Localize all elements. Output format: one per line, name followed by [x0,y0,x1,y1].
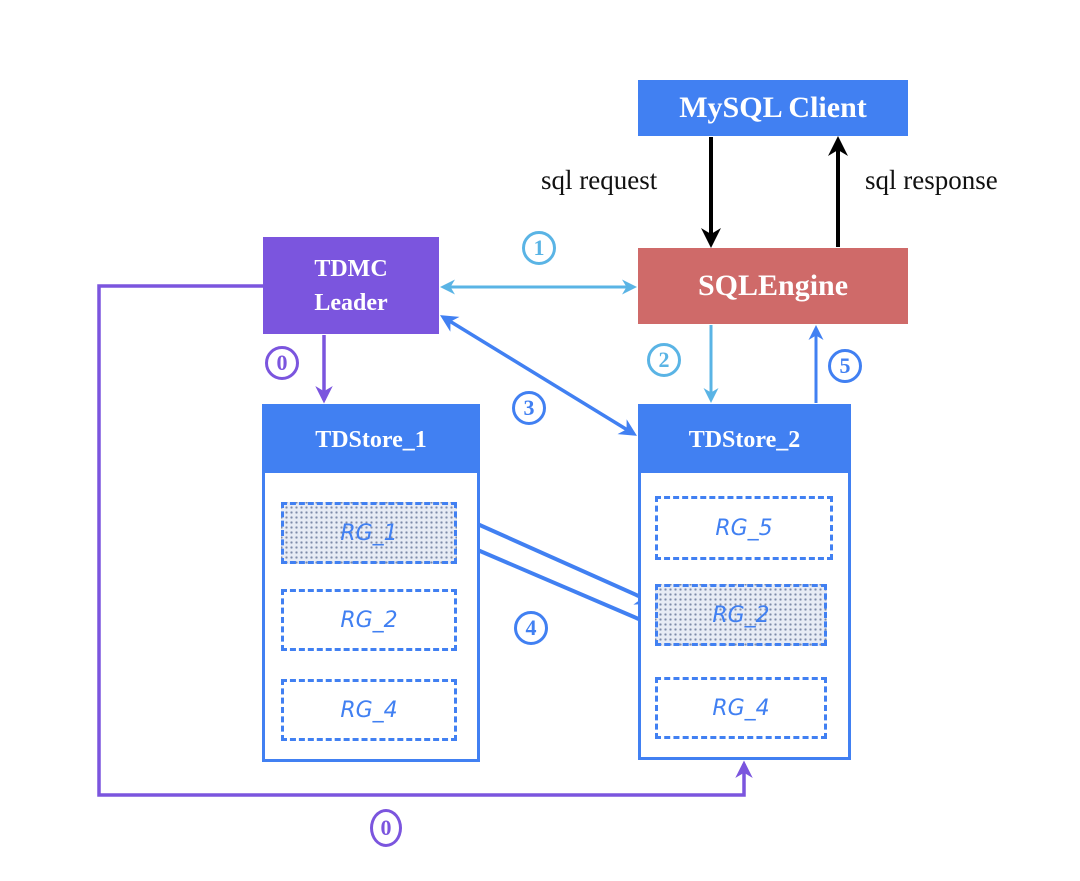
step4-arrow-rg1-to-rg2 [454,512,656,605]
tdstore-2-node: TDStore_2 RG_5 RG_2 RG_4 [638,404,851,760]
tdstore-1-rg-4: RG_4 [281,679,457,741]
rg-label: RG_4 [340,697,398,723]
rg-label: RG_2 [340,607,398,633]
tdstore-2-rg-4: RG_4 [655,677,827,739]
step-0-badge-top: 0 [265,346,299,380]
step0-arrow-tdstore2 [97,284,753,797]
mysql-client-label: MySQL Client [679,91,867,124]
sql-engine-label: SQLEngine [697,269,849,302]
step-2-badge: 2 [647,343,681,377]
rg-label: RG_4 [712,695,770,721]
step-5-badge: 5 [828,349,862,383]
tdstore-1-title: TDStore_1 [265,407,477,473]
tdstore-1-rg-1: RG_1 [281,502,457,564]
rg-label: RG_2 [712,602,770,628]
tdstore-2-title: TDStore_2 [641,407,848,473]
tdstore-2-rg-5: RG_5 [655,496,833,560]
sql-engine-node: SQLEngine [638,248,908,324]
tdmc-leader-label-line2: Leader [314,289,388,316]
mysql-client-node: MySQL Client [638,80,908,136]
sql-response-label: sql response [865,165,998,195]
step-1-badge: 1 [522,231,556,265]
tdmc-leader-label-line1: TDMC [314,255,388,282]
tdstore-1-rg-2: RG_2 [281,589,457,651]
step4-arrow-rg2-to-rg1 [455,539,656,628]
tdmc-leader-node: TDMC Leader [263,237,439,334]
tdstore-1-node: TDStore_1 RG_1 RG_2 RG_4 [262,404,480,762]
step-4-badge: 4 [514,611,548,645]
sql-request-label: sql request [541,165,658,195]
step-3-badge: 3 [512,391,546,425]
tdstore-2-rg-2: RG_2 [655,584,827,646]
step-0-badge-bottom: 0 [370,809,402,847]
step3-arrow [440,315,637,436]
rg-label: RG_5 [715,515,773,541]
rg-label: RG_1 [340,520,398,546]
